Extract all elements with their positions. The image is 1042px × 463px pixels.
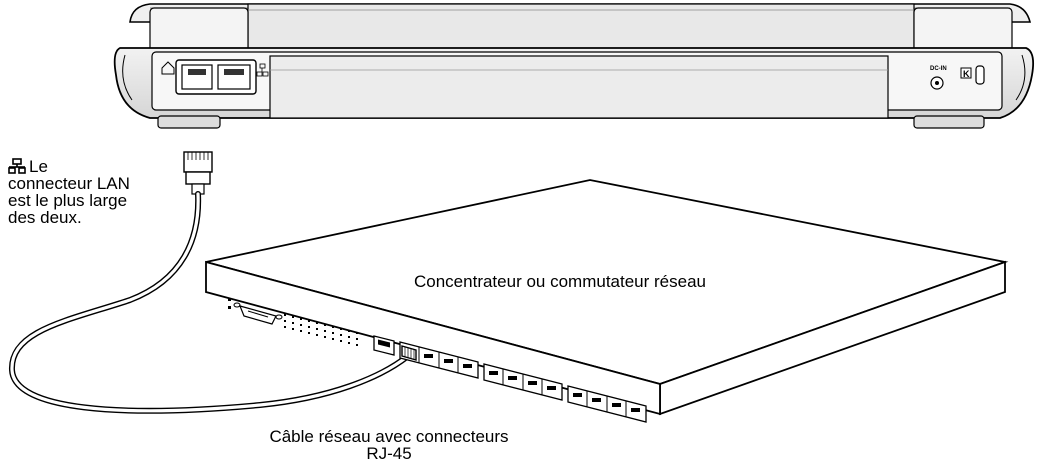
lock-label: K — [963, 69, 970, 79]
cable-label: Câble réseau avec connecteurs RJ-45 — [236, 428, 542, 462]
led-indicator-grid — [284, 314, 358, 346]
kensington-lock: K — [960, 65, 985, 85]
cable-label-line-2: RJ-45 — [366, 444, 412, 463]
port-group-3 — [567, 385, 647, 423]
network-switch — [205, 179, 1009, 423]
lan-note-line-2: connecteur LAN — [8, 174, 130, 193]
network-cable — [8, 191, 411, 414]
serial-port — [233, 302, 283, 325]
rj45-plug-top — [183, 151, 213, 195]
laptop-rear-view: DC-IN K — [113, 3, 1035, 129]
uplink-port — [373, 335, 395, 356]
port-group-1 — [399, 341, 479, 379]
port-group-2 — [483, 363, 563, 401]
lan-connector-note: Le connecteur LAN est le plus large des … — [8, 158, 130, 226]
hub-label: Concentrateur ou commutateur réseau — [414, 272, 706, 291]
laptop-lan-icon — [256, 63, 269, 77]
network-icon — [8, 158, 26, 174]
lan-note-line-3: est le plus large — [8, 191, 128, 210]
lan-note-line-1: Le — [29, 157, 48, 176]
cable-label-line-1: Câble réseau avec connecteurs — [269, 427, 509, 446]
lan-note-line-4: des deux. — [8, 208, 82, 227]
dc-in-label: DC-IN — [930, 66, 947, 72]
rj45-plug-inserted — [401, 345, 417, 361]
dc-in-port: DC-IN — [930, 66, 947, 90]
